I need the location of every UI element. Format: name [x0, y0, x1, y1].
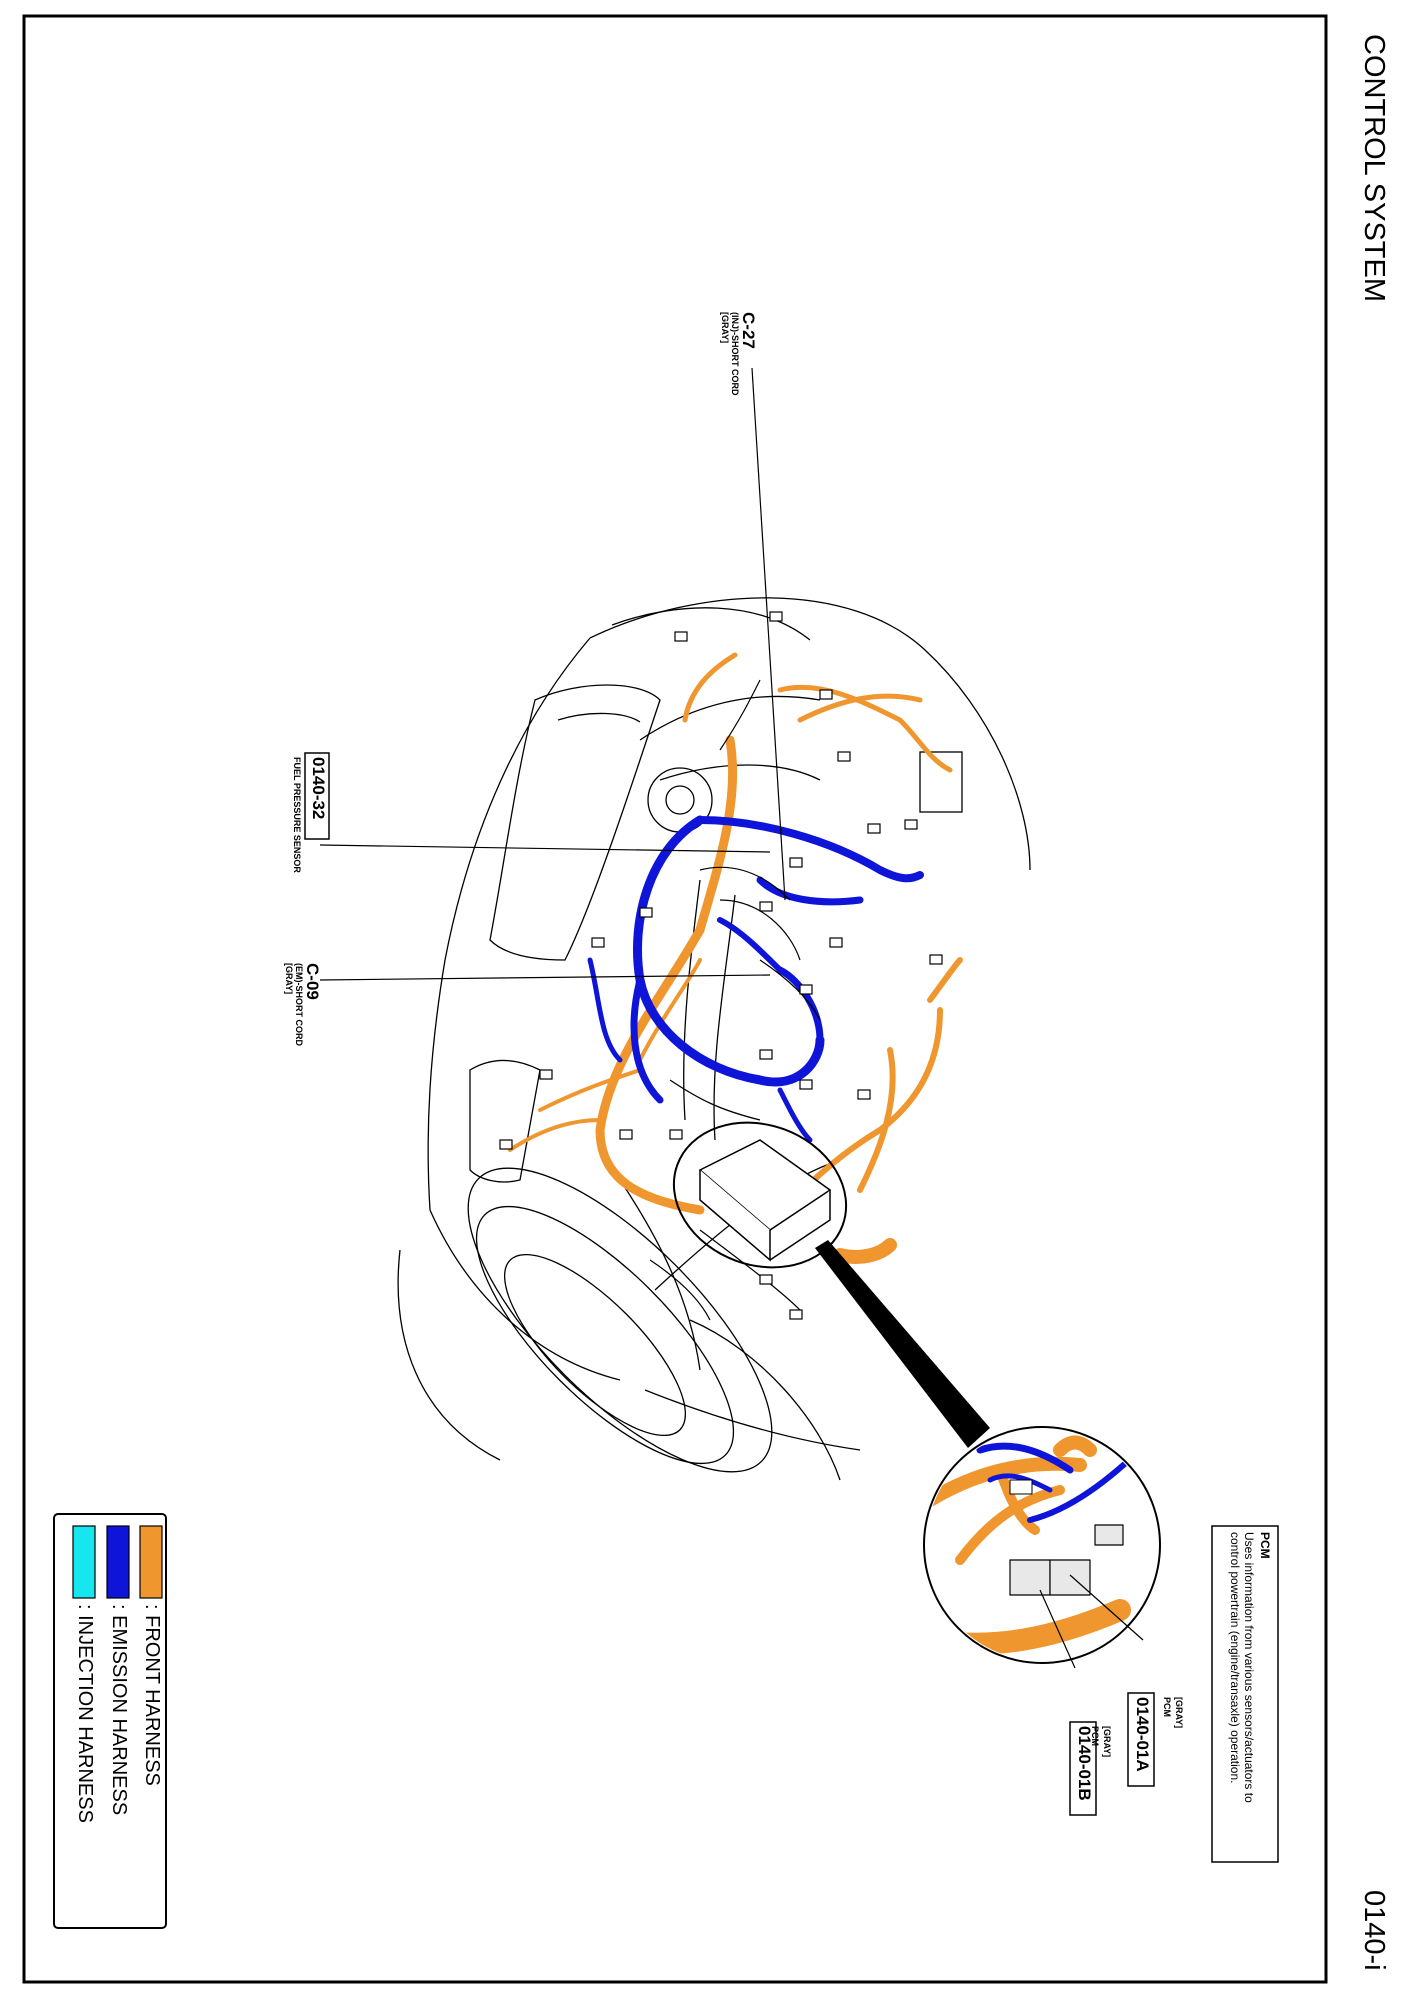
c27-color: [GRAY] — [720, 312, 730, 344]
pcm-b-color: [GRAY] — [1102, 1726, 1112, 1758]
pcm-note-line2: control powertrain (engine/transaxle) op… — [1228, 1532, 1242, 1784]
connector-shapes — [499, 611, 943, 1320]
c09-name: (EM)-SHORT CORD — [294, 963, 304, 1046]
pcm-detail-view — [923, 1426, 1161, 1664]
c09-code: C-09 — [303, 963, 322, 1000]
legend-box — [53, 1513, 167, 1929]
page-number: 0140-i — [1358, 1890, 1390, 1971]
pcm-b-code: 0140-01B — [1075, 1726, 1094, 1801]
legend-swatch-emission — [106, 1525, 130, 1599]
pcm-note-title: PCM — [1258, 1532, 1272, 1559]
legend-label-emission: : EMISSION HARNESS — [108, 1604, 130, 1816]
fuel-sensor-name: FUEL PRESSURE SENSOR — [292, 757, 302, 873]
page-title: CONTROL SYSTEM — [1358, 34, 1390, 303]
emission-harness-routing — [587, 815, 924, 1143]
c27-name: (INJ)-SHORT CORD — [730, 312, 740, 396]
page-frame — [22, 14, 1328, 1984]
pcm-highlight-circle — [672, 1121, 848, 1269]
legend-swatch-front — [139, 1525, 163, 1599]
legend-swatch-injection — [72, 1525, 96, 1599]
c27-code: C-27 — [739, 312, 758, 349]
legend-label-injection: : INJECTION HARNESS — [74, 1604, 96, 1823]
code-boxes — [304, 752, 1155, 1816]
pcm-module — [698, 1139, 832, 1262]
wire-details — [649, 679, 821, 1321]
c09-color: [GRAY] — [284, 963, 294, 995]
front-harness-routing — [508, 652, 963, 1264]
zoom-pointer — [815, 1240, 990, 1448]
pcm-a-name: PCM — [1162, 1697, 1172, 1717]
leader-lines — [319, 367, 1144, 1669]
legend-label-front: : FRONT HARNESS — [141, 1604, 163, 1786]
pcm-note-line1: Uses information from various sensors/ac… — [1242, 1532, 1256, 1803]
pcm-note-box — [1211, 1525, 1279, 1863]
fuel-sensor-code: 0140-32 — [309, 757, 328, 820]
pcm-a-color: [GRAY] — [1174, 1697, 1184, 1729]
pcm-a-code: 0140-01A — [1133, 1697, 1152, 1772]
